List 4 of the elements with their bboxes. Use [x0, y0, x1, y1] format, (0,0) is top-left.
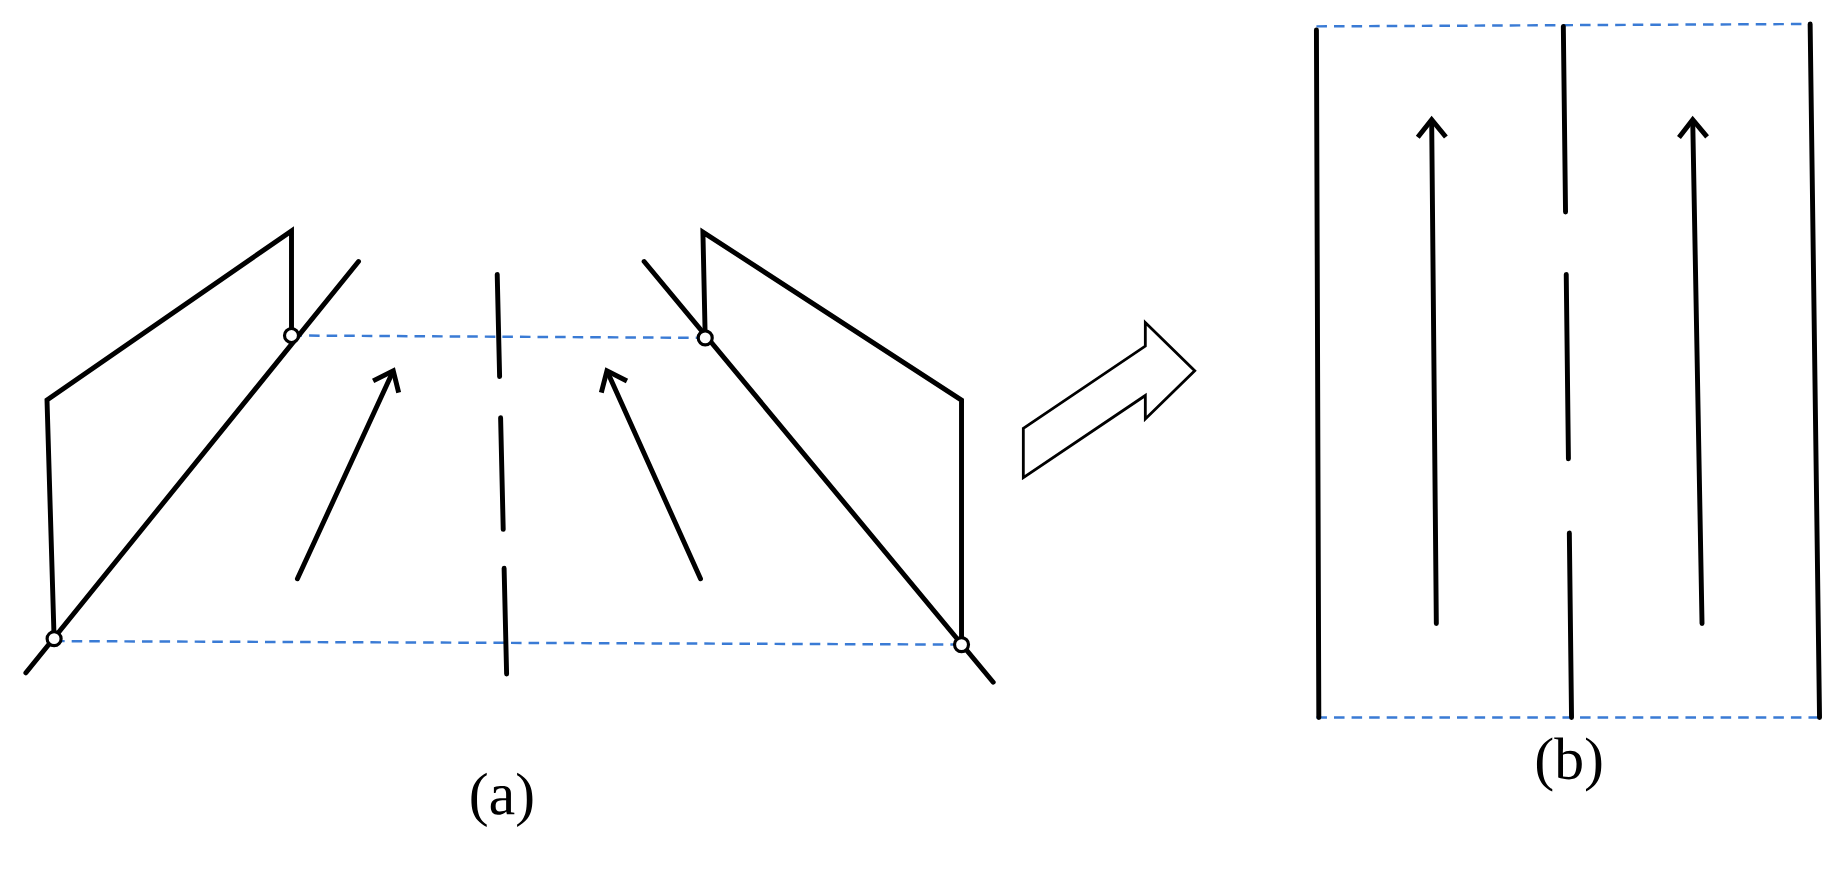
- road-drawing: [1313, 21, 1822, 720]
- caption-label: (a): [471, 772, 533, 827]
- caption-label: (b): [1536, 737, 1602, 792]
- road-drawing: [23, 226, 996, 685]
